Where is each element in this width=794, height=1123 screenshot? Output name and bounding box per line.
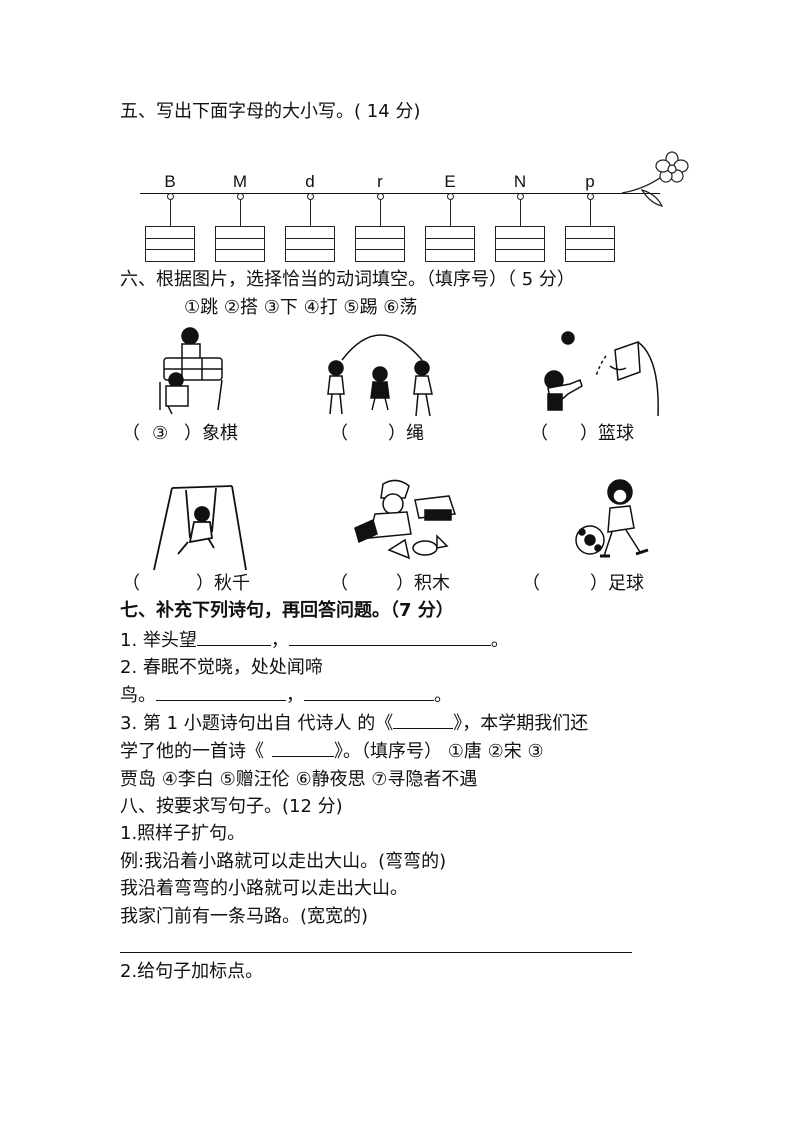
section8-title: 八、按要求写句子。(12 分): [120, 796, 343, 817]
poem-question-1: 1. 举头望，。: [120, 629, 509, 651]
writing-box[interactable]: [495, 226, 545, 262]
task-sentence: 我家门前有一条马路。(宽宽的): [120, 906, 369, 927]
letter-3: r: [377, 172, 383, 191]
activity-label: ）象棋: [184, 423, 238, 444]
section5-title: 五、写出下面字母的大小写。( 14 分): [120, 101, 421, 122]
activity-label: ）秋千: [196, 573, 250, 594]
jump-rope-image: [327, 334, 433, 417]
paren-open: （: [330, 573, 348, 594]
answer-slot[interactable]: ③: [152, 423, 169, 444]
answer-line[interactable]: [120, 952, 632, 953]
letter-6: p: [585, 172, 595, 191]
writing-box[interactable]: [565, 226, 615, 262]
answer-blank[interactable]: [272, 740, 334, 757]
football-image: [575, 479, 649, 558]
activity-label: ）篮球: [580, 423, 634, 444]
paren-open: （: [122, 423, 140, 444]
writing-box[interactable]: [145, 226, 195, 262]
answer-blank[interactable]: [393, 712, 454, 729]
poem-question-2-line2: 鸟。，。: [120, 684, 452, 706]
writing-box[interactable]: [285, 226, 335, 262]
activity-label: ）足球: [590, 573, 644, 594]
writing-box[interactable]: [215, 226, 265, 262]
section6-title: 六、根据图片，选择恰当的动词填空。（填序号）（ 5 分）: [120, 269, 575, 290]
answer-blank[interactable]: [304, 684, 434, 701]
section7-title: 七、补充下列诗句，再回答问题。（7 分）: [120, 600, 454, 621]
basketball-image: [544, 331, 659, 417]
poem-question-3-line3: 贾岛 ④李白 ⑤赠汪伦 ⑥静夜思 ⑦寻隐者不遇: [120, 769, 478, 790]
answer-blank[interactable]: [196, 629, 271, 646]
paren-open: （: [522, 573, 540, 594]
letter-5: N: [513, 172, 527, 191]
building-blocks-image: [354, 479, 457, 560]
letter-4: E: [444, 172, 456, 191]
paren-open: （: [530, 423, 548, 444]
answer-blank[interactable]: [288, 629, 491, 646]
chess-players-image: [159, 327, 223, 415]
subsection-2-title: 2.给句子加标点。: [120, 961, 264, 982]
flower-icon: [621, 151, 689, 207]
paren-open: （: [330, 423, 348, 444]
letter-1: M: [232, 172, 248, 191]
subsection-1-title: 1.照样子扩句。: [120, 823, 246, 844]
swing-image: [153, 485, 247, 571]
verb-options: ①跳 ②搭 ③下 ④打 ⑤踢 ⑥荡: [184, 297, 418, 318]
poem-question-3-line1: 3. 第 1 小题诗句出自 代诗人 的《》，本学期我们还: [120, 712, 589, 734]
paren-open: （: [122, 573, 140, 594]
poem-question-3-line2: 学了他的一首诗《》。（填序号） ①唐 ②宋 ③: [120, 740, 544, 762]
letter-2: d: [305, 172, 315, 191]
answer-blank[interactable]: [156, 684, 286, 701]
letter-0: B: [164, 172, 176, 191]
writing-box[interactable]: [425, 226, 475, 262]
activity-label: ）积木: [396, 573, 450, 594]
example-answer: 我沿着弯弯的小路就可以走出大山。: [120, 878, 408, 899]
activity-label: ）绳: [388, 423, 424, 444]
example-sentence: 例:我沿着小路就可以走出大山。(弯弯的): [120, 851, 447, 872]
writing-box[interactable]: [355, 226, 405, 262]
poem-question-2-line1: 2. 春眠不觉晓，处处闻啼: [120, 657, 323, 678]
